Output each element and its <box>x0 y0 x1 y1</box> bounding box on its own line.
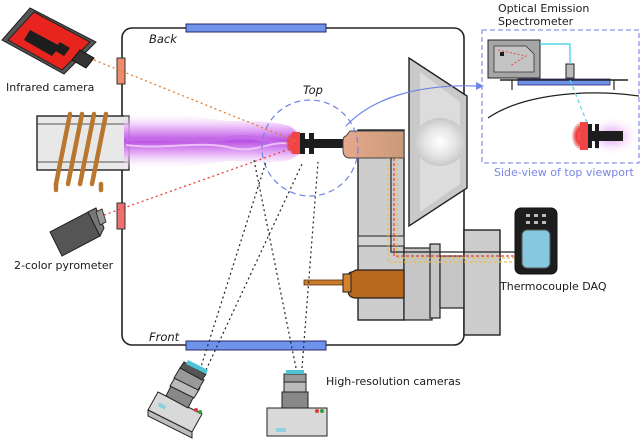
optical-fiber <box>540 43 571 64</box>
top-viewport-circle <box>261 99 359 197</box>
camera-sightlines <box>199 159 319 371</box>
pyrometer-optical-path <box>103 145 299 216</box>
sample-insulator-1 <box>300 133 305 154</box>
viewport-connector <box>345 85 479 127</box>
sample-holder <box>342 130 405 159</box>
probe-collar <box>342 273 352 293</box>
oes-label-line1: Optical Emission <box>498 2 589 15</box>
side-view-inset <box>481 29 640 164</box>
ir-optical-path <box>93 59 299 143</box>
feedthrough-box <box>463 229 501 336</box>
support-base-flange <box>403 247 433 321</box>
fiber-coupler <box>565 63 575 79</box>
inset-chamber-wall <box>487 92 640 119</box>
back-viewport-window <box>185 23 327 33</box>
sample-insulator-2 <box>309 133 314 154</box>
daq-flange <box>429 243 441 319</box>
front-viewport-window <box>185 340 327 351</box>
sample-rod <box>314 139 346 148</box>
thermocouple-daq-label: Thermocouple DAQ <box>499 280 607 293</box>
ir-port-window <box>116 57 126 85</box>
infrared-camera-label: Infrared camera <box>6 81 94 94</box>
side-view-label: Side-view of top viewport <box>494 166 634 179</box>
pyrometer-port-window <box>116 202 126 230</box>
probe-holder <box>347 269 405 299</box>
spectrometer-icon <box>487 39 541 79</box>
induction-coil <box>53 111 109 187</box>
inset-cyan-line <box>569 79 599 151</box>
camera-icon <box>266 370 328 437</box>
camera-icon <box>147 360 208 439</box>
oes-label-line2: Spectrometer <box>498 15 574 28</box>
back-label: Back <box>149 32 178 46</box>
top-label: Top <box>303 83 323 97</box>
infrared-camera-icon <box>1 7 97 75</box>
pyrometer-icon <box>49 207 107 257</box>
inset-viewport-window <box>517 78 611 86</box>
exhaust-glow <box>414 118 466 166</box>
outer-flange-body <box>439 255 465 309</box>
pyrometer-label: 2-color pyrometer <box>14 259 114 272</box>
lower-mount-plate <box>357 235 405 247</box>
front-label: Front <box>149 330 180 344</box>
hr-cameras-label: High-resolution cameras <box>326 375 461 388</box>
daq-device-icon <box>514 207 558 275</box>
